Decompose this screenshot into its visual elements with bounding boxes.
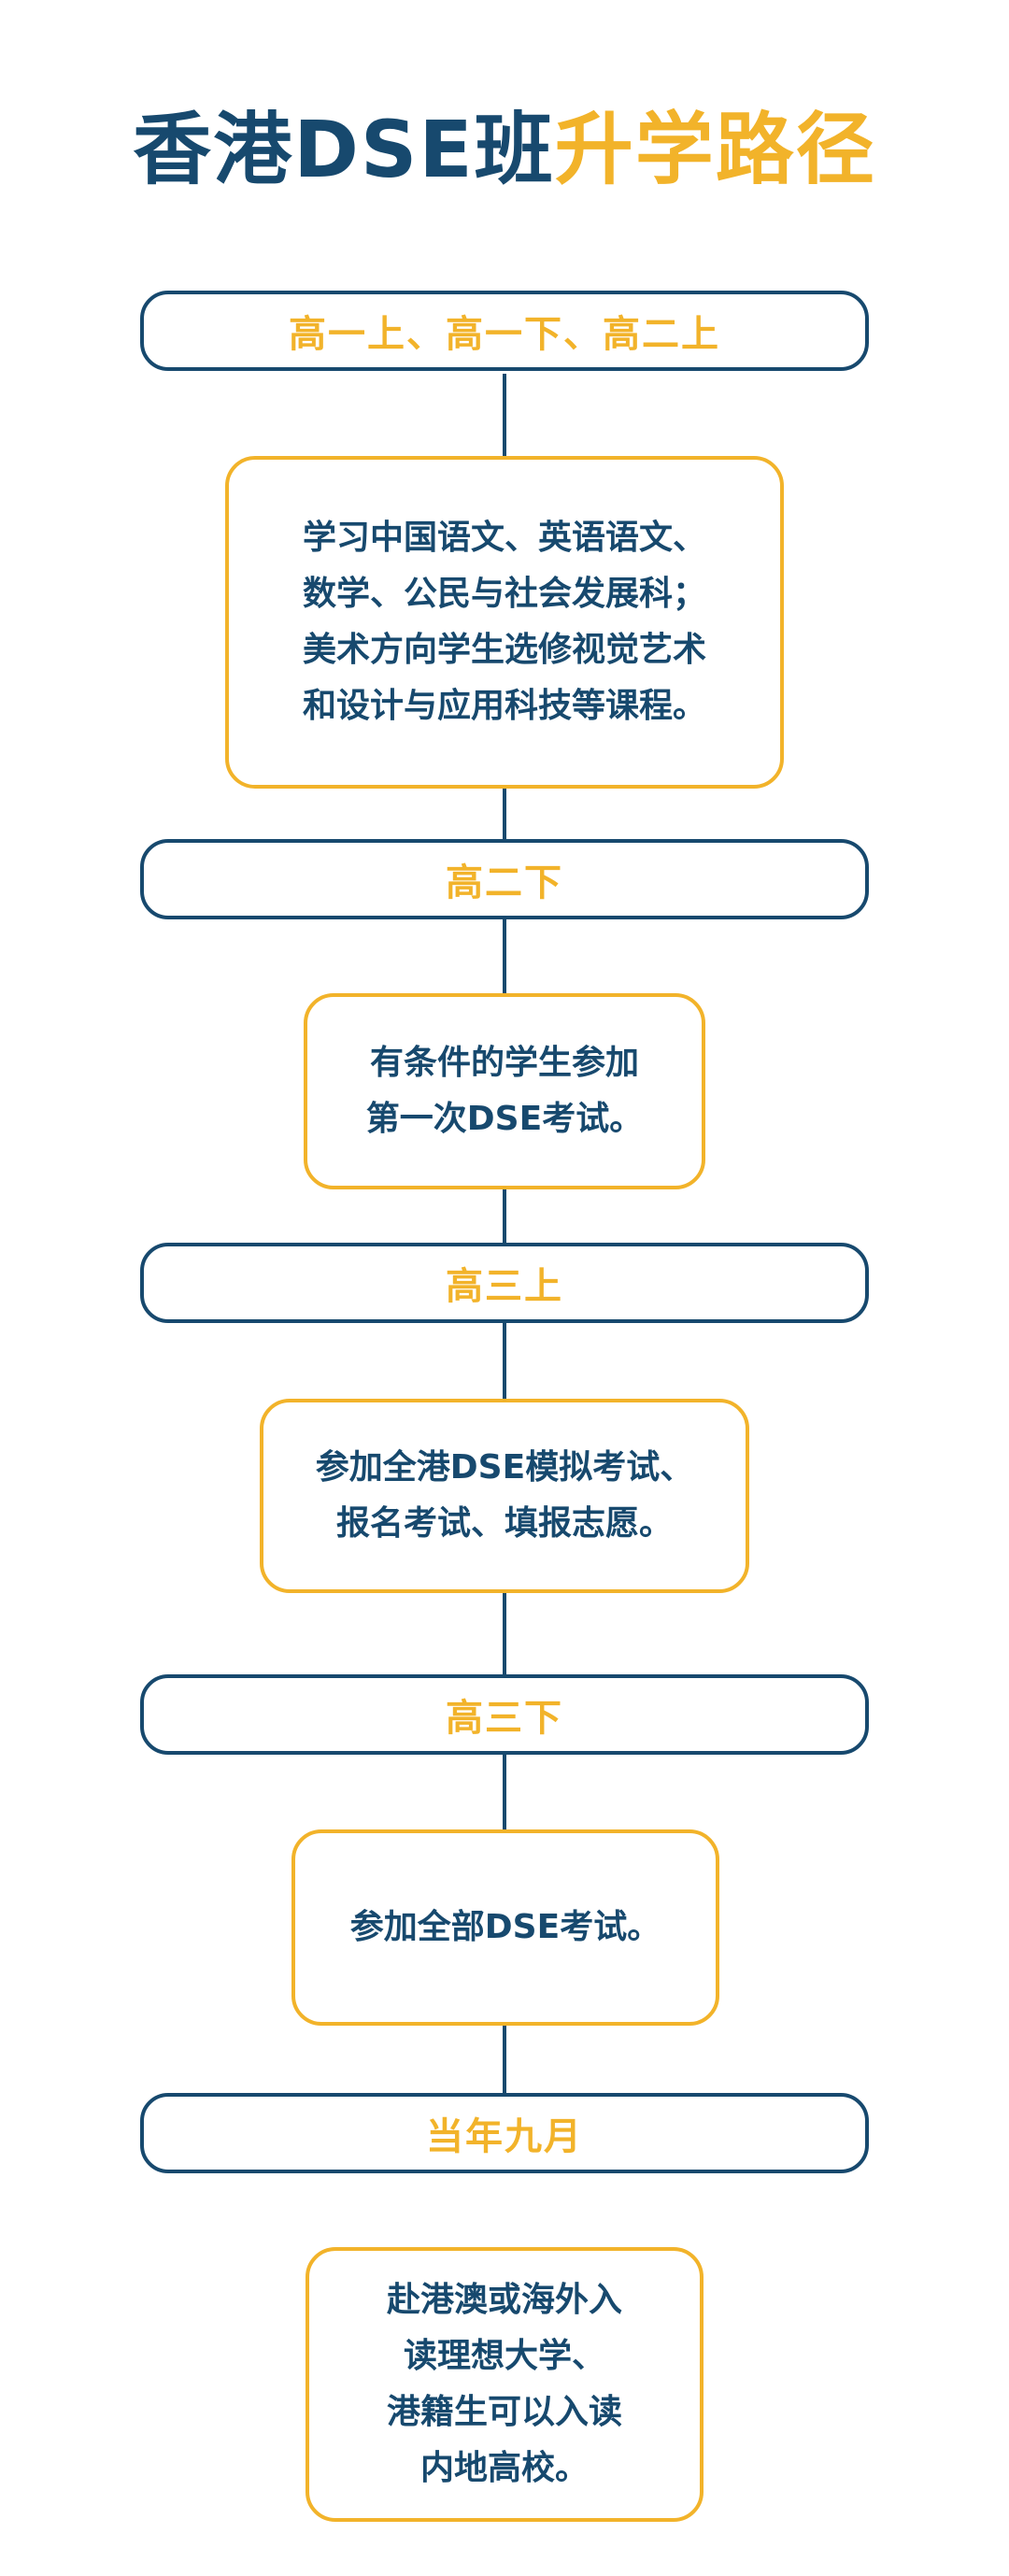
stage-header-1: 高一上、高一下、高二上 (140, 291, 869, 371)
stage-header-5: 当年九月 (140, 2093, 869, 2173)
stage-header-3: 高三上 (140, 1243, 869, 1323)
content-line: 第一次DSE考试。 (365, 1100, 644, 1138)
page-title: 香港DSE班升学路径 (0, 101, 1009, 198)
title-part-gold: 升学路径 (554, 104, 876, 195)
title-part-navy: 香港DSE班 (133, 104, 555, 195)
stage-label: 高一上、高一下、高二上 (289, 313, 720, 356)
stage-label: 高三上 (446, 1265, 563, 1308)
content-line: 报名考试、填报志愿。 (335, 1504, 673, 1543)
content-line: 有条件的学生参加 (369, 1044, 639, 1082)
stage-header-2: 高二下 (140, 839, 869, 919)
flow-connector (503, 374, 506, 2098)
content-line: 和设计与应用科技等课程。 (302, 687, 706, 725)
content-line: 数学、公民与社会发展科； (302, 575, 706, 613)
content-line: 参加全部DSE考试。 (349, 1908, 661, 1946)
content-line: 学习中国语文、英语语文、 (302, 519, 706, 557)
stage-content-box-1: 学习中国语文、英语语文、 数学、公民与社会发展科； 美术方向学生选修视觉艺术 和… (225, 456, 784, 789)
stage-label: 高二下 (446, 861, 563, 904)
content-line: 参加全港DSE模拟考试、 (315, 1448, 694, 1487)
stage-content-box-2: 有条件的学生参加 第一次DSE考试。 (304, 993, 705, 1189)
content-line: 美术方向学生选修视觉艺术 (302, 631, 706, 669)
content-line: 读理想大学、 (403, 2337, 605, 2375)
content-line: 港籍生可以入读 (386, 2393, 622, 2431)
stage-label: 当年九月 (426, 2115, 583, 2158)
content-line: 内地高校。 (419, 2449, 589, 2487)
stage-content-box-3: 参加全港DSE模拟考试、 报名考试、填报志愿。 (260, 1399, 749, 1593)
stage-header-4: 高三下 (140, 1674, 869, 1755)
stage-content-box-5: 赴港澳或海外入 读理想大学、 港籍生可以入读 内地高校。 (306, 2247, 703, 2522)
stage-content-box-4: 参加全部DSE考试。 (291, 1829, 719, 2026)
stage-label: 高三下 (446, 1697, 563, 1740)
content-line: 赴港澳或海外入 (386, 2281, 622, 2319)
